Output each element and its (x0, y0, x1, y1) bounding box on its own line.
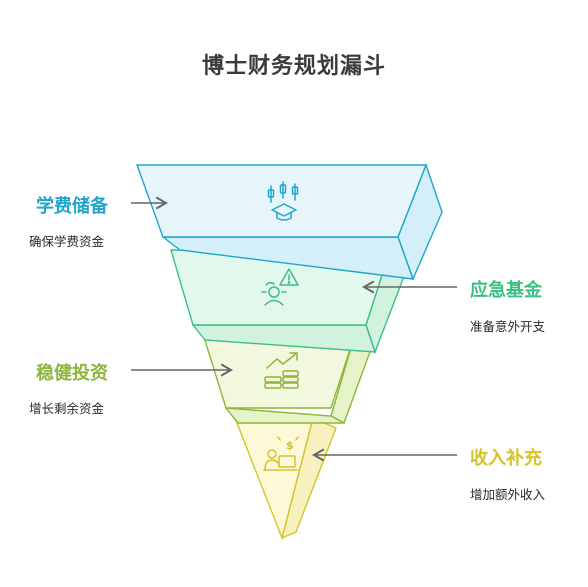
candles-graduation-cap-icon (267, 181, 299, 221)
funnel-tier-tuition (136, 162, 443, 281)
tier-label-tuition: 学费储备 (36, 196, 108, 217)
funnel-tier-income (233, 417, 337, 541)
tier-desc-emergency: 准备意外开支 (470, 319, 546, 334)
growth-coins-icon (264, 352, 299, 389)
warning-person-icon (261, 268, 299, 306)
funnel-tier-investment (202, 332, 372, 424)
svg-text:$: $ (286, 439, 294, 452)
tier-label-emergency: 应急基金 (470, 280, 542, 301)
tier-desc-tuition: 确保学费资金 (29, 234, 105, 249)
tier-desc-income: 增加额外收入 (470, 487, 546, 502)
dollar-laptop-person-icon: $ (263, 436, 299, 471)
tier-label-income: 收入补充 (470, 448, 542, 469)
page-title: 博士财务规划漏斗 (201, 54, 386, 79)
tier-desc-investment: 增长剩余资金 (29, 401, 105, 416)
tier-label-investment: 稳健投资 (36, 363, 108, 384)
